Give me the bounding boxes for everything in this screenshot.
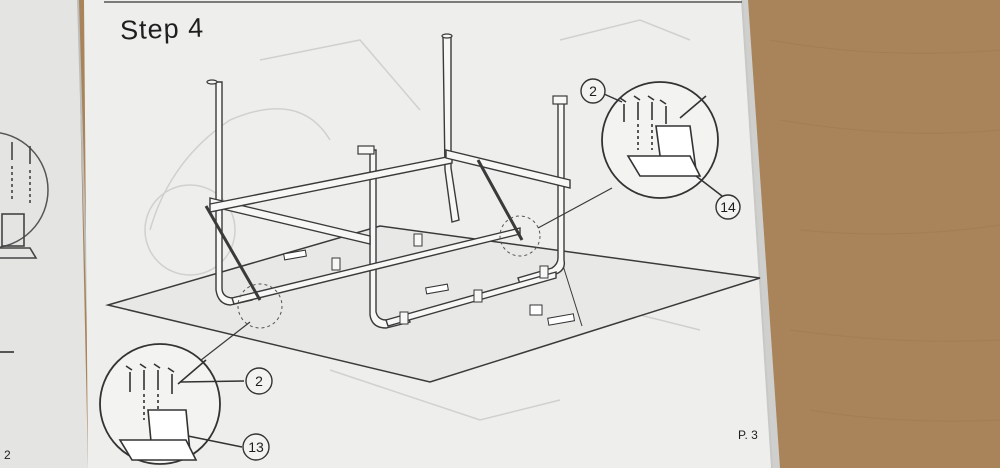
- callout-badge-13: [242, 433, 270, 461]
- callout-label-bracket-bottom: 13: [248, 439, 264, 455]
- main-page-right-edge: [741, 0, 773, 468]
- leader-lines: [195, 187, 613, 365]
- faint-print-through: [144, 19, 701, 421]
- callout-badge-top: [580, 78, 606, 104]
- callout-arrow-14: [695, 175, 723, 197]
- callout-arrow-top: [603, 93, 623, 103]
- detail-circle-bottom-left: [99, 343, 221, 465]
- callout-label-screw-bottom: 2: [255, 373, 263, 389]
- callout-badge-bottom: [245, 367, 273, 395]
- detail-marker-left: [237, 283, 283, 329]
- page-number: P. 3: [738, 428, 758, 442]
- hinge-plates: [283, 249, 576, 326]
- callout-label-screw-top: 2: [589, 83, 597, 99]
- detail-circle-top-right: [601, 81, 719, 199]
- wood-grain: [769, 39, 1000, 422]
- tube-frame: [208, 35, 571, 329]
- post-caps: [206, 33, 568, 155]
- left-page-sheet: [0, 0, 88, 468]
- step-title: Step 4: [119, 12, 205, 46]
- left-page-number: 2: [4, 448, 11, 462]
- callout-arrow-13: [187, 435, 243, 448]
- clamps: [331, 233, 549, 325]
- diagonal-struts: [204, 159, 524, 301]
- floor-board: [105, 225, 761, 383]
- callout-badge-14: [715, 194, 741, 220]
- callout-label-bracket-top: 14: [720, 199, 736, 215]
- detail-marker-right: [499, 215, 541, 257]
- left-page-detail-circle: [0, 132, 49, 259]
- callout-arrow-bottom-2: [179, 380, 245, 383]
